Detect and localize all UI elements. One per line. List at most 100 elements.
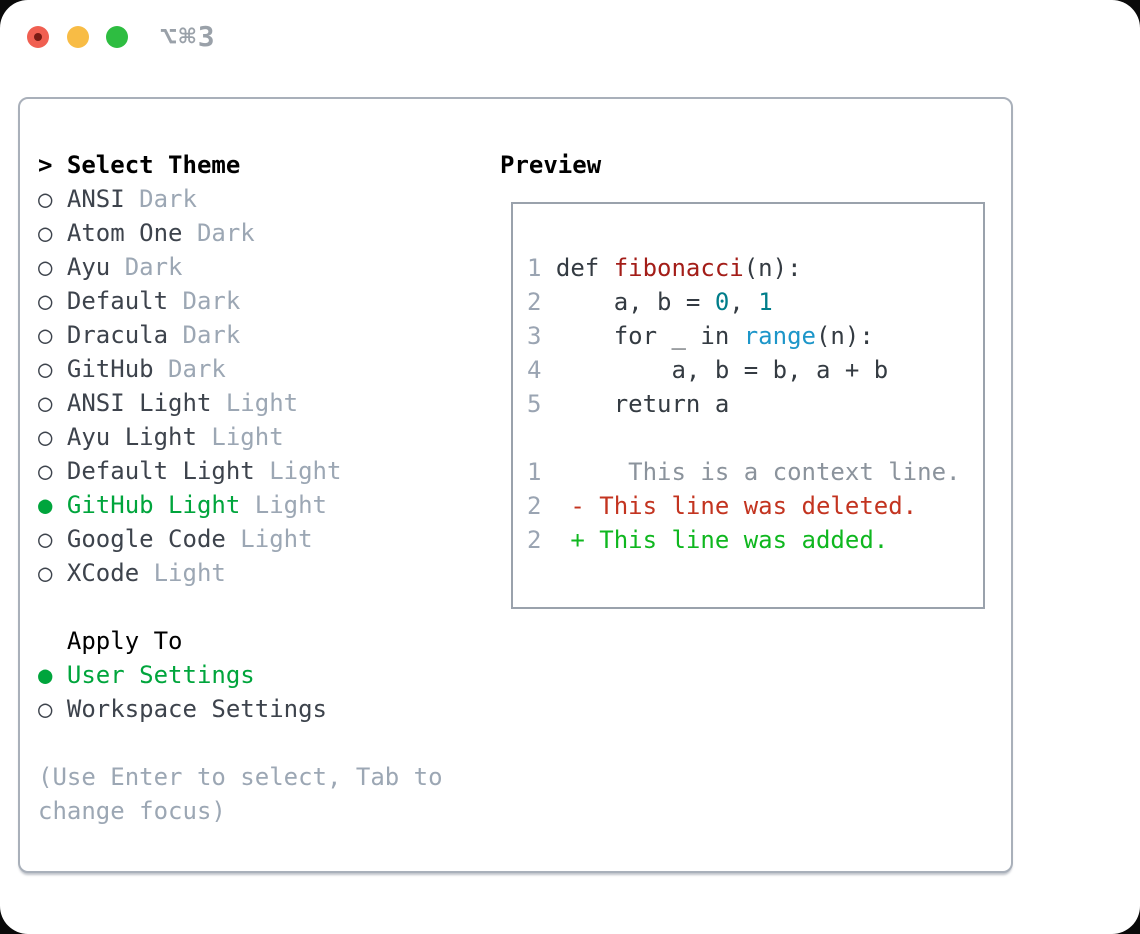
theme-variant-tag: Dark [110, 253, 183, 281]
theme-option[interactable]: ○ GitHub Dark [38, 352, 443, 386]
preview-line: 2 + This line was added. [527, 523, 983, 557]
apply-to-list: ● User Settings○ Workspace Settings [38, 658, 443, 726]
theme-name: ANSI Light [52, 389, 212, 417]
theme-variant-tag: Dark [153, 355, 226, 383]
theme-name: Google Code [52, 525, 226, 553]
code-token: range [743, 322, 816, 350]
code-token: return a [555, 390, 730, 418]
radio-selected-icon: ● [38, 661, 53, 689]
apply-to-name: Workspace Settings [52, 695, 327, 723]
code-token: (n): [815, 322, 874, 350]
line-number: 2 [527, 526, 542, 554]
cursor-indicator: > [38, 151, 67, 179]
select-theme-title: Select Theme [66, 151, 241, 179]
window-titlebar: ⌥⌘3 [0, 0, 1140, 74]
radio-icon: ○ [38, 185, 53, 213]
code-token: , [729, 288, 759, 316]
theme-option[interactable]: ● GitHub Light Light [38, 488, 443, 522]
theme-variant-tag: Dark [168, 321, 241, 349]
code-token: 0 [714, 288, 730, 316]
theme-variant-tag: Light [139, 559, 226, 587]
theme-option[interactable]: ○ Google Code Light [38, 522, 443, 556]
radio-icon: ○ [38, 219, 53, 247]
code-token: a, b = b, a + b [555, 356, 889, 384]
theme-picker-panel: > Select Theme ○ ANSI Dark○ Atom One Dar… [18, 97, 1013, 873]
theme-variant-tag: Dark [168, 287, 241, 315]
code-token: for _ in [555, 322, 744, 350]
theme-option[interactable]: ○ ANSI Light Light [38, 386, 443, 420]
apply-to-option[interactable]: ● User Settings [38, 658, 443, 692]
radio-icon: ○ [38, 525, 53, 553]
preview-line: 4 a, b = b, a + b [527, 353, 983, 387]
theme-option[interactable]: ○ Atom One Dark [38, 216, 443, 250]
theme-name: Ayu Light [52, 423, 197, 451]
theme-variant-tag: Light [211, 389, 299, 417]
theme-name: GitHub [52, 355, 154, 383]
preview-blank-line [527, 421, 983, 455]
code-token: a, b = [555, 288, 715, 316]
close-dot-icon [34, 33, 42, 41]
line-number: 1 [527, 254, 542, 282]
theme-name: XCode [52, 559, 140, 587]
line-number: 5 [527, 390, 542, 418]
line-number: 3 [527, 322, 542, 350]
apply-to-name: User Settings [52, 661, 255, 689]
hint-line-1: (Use Enter to select, Tab to [38, 763, 443, 791]
theme-name: Atom One [52, 219, 183, 247]
theme-name: Default [52, 287, 169, 315]
theme-list: ○ ANSI Dark○ Atom One Dark○ Ayu Dark○ De… [38, 182, 443, 590]
theme-variant-tag: Light [240, 491, 327, 519]
theme-list-column: > Select Theme ○ ANSI Dark○ Atom One Dar… [38, 148, 443, 828]
theme-option[interactable]: ○ ANSI Dark [38, 182, 443, 216]
preview-line: 2 a, b = 0, 1 [527, 285, 983, 319]
zoom-button[interactable] [106, 26, 128, 48]
radio-icon: ○ [38, 253, 53, 281]
theme-name: ANSI [52, 185, 125, 213]
theme-option[interactable]: ○ Dracula Dark [38, 318, 443, 352]
radio-icon: ○ [38, 695, 53, 723]
theme-option[interactable]: ○ Default Dark [38, 284, 443, 318]
apply-to-header: Apply To [66, 627, 183, 655]
close-button[interactable] [27, 26, 49, 48]
code-token: (n): [743, 254, 802, 282]
theme-name: Dracula [52, 321, 169, 349]
theme-variant-tag: Dark [124, 185, 197, 213]
select-theme-header: > Select Theme [38, 148, 443, 182]
preview-line: 3 for _ in range(n): [527, 319, 983, 353]
radio-icon: ○ [38, 355, 53, 383]
theme-option[interactable]: ○ Ayu Dark [38, 250, 443, 284]
radio-icon: ○ [38, 457, 53, 485]
theme-option[interactable]: ○ Ayu Light Light [38, 420, 443, 454]
radio-icon: ○ [38, 389, 53, 417]
radio-icon: ○ [38, 321, 53, 349]
radio-icon: ○ [38, 423, 53, 451]
theme-variant-tag: Light [254, 457, 342, 485]
code-token: fibonacci [613, 254, 744, 282]
apply-to-option[interactable]: ○ Workspace Settings [38, 692, 443, 726]
theme-option[interactable]: ○ XCode Light [38, 556, 443, 590]
section-gap [38, 590, 443, 624]
theme-variant-tag: Light [225, 525, 313, 553]
theme-name: GitHub Light [52, 491, 241, 519]
preview-line: 1 This is a context line. [527, 455, 983, 489]
code-token: 1 [758, 288, 773, 316]
minimize-button[interactable] [67, 26, 89, 48]
hint-line-2: change focus) [38, 797, 226, 825]
radio-selected-icon: ● [38, 491, 53, 519]
preview-line: 5 return a [527, 387, 983, 421]
window-shortcut-label: ⌥⌘3 [160, 20, 217, 53]
theme-option[interactable]: ○ Default Light Light [38, 454, 443, 488]
theme-name: Default Light [52, 457, 255, 485]
line-number: 2 [527, 288, 542, 316]
line-number: 2 [527, 492, 542, 520]
code-token: + This line was added. [555, 526, 889, 554]
code-token: def [555, 254, 614, 282]
theme-name: Ayu [52, 253, 111, 281]
code-token: This is a context line. [555, 458, 961, 486]
line-number: 1 [527, 458, 542, 486]
theme-variant-tag: Dark [182, 219, 255, 247]
radio-icon: ○ [38, 559, 53, 587]
preview-header: Preview [500, 151, 602, 179]
line-number: 4 [527, 356, 542, 384]
